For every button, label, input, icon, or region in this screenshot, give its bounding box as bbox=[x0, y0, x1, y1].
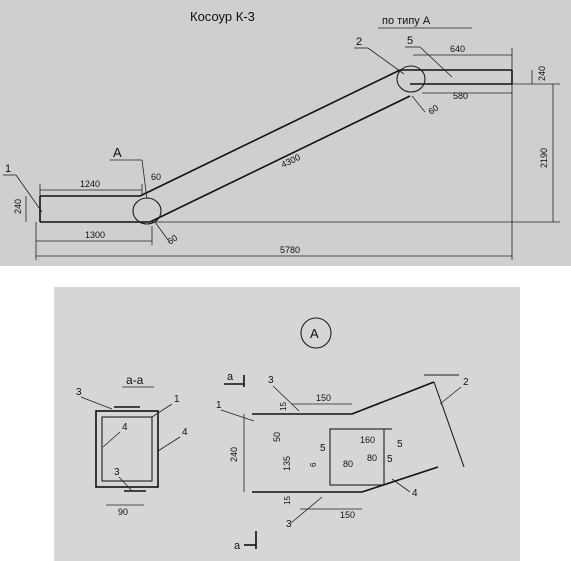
pos-5-label: 5 bbox=[407, 35, 413, 47]
inclined-flight-top-edge bbox=[139, 69, 401, 197]
pos-1-label: 1 bbox=[5, 163, 11, 175]
dim-640: 640 bbox=[450, 44, 465, 54]
inclined-beam-top-edge bbox=[351, 381, 435, 415]
node-pos-2-leader bbox=[439, 386, 462, 405]
dim-60-lower-top: 60 bbox=[151, 172, 161, 182]
node-A-circle bbox=[132, 197, 162, 225]
dim-240: 240 bbox=[229, 447, 239, 462]
dim-240-lower: 240 bbox=[13, 199, 23, 214]
upper-node-circle bbox=[396, 65, 426, 93]
node-label: А bbox=[310, 326, 319, 341]
pos-1-leader bbox=[15, 174, 43, 213]
dim-60-upper-leader bbox=[411, 95, 426, 113]
section-pos-3-top-leader bbox=[80, 396, 113, 410]
dim-150-top: 150 bbox=[316, 393, 331, 403]
node-pos-5-inner: 5 bbox=[387, 454, 393, 465]
node-pos-1-leader bbox=[220, 409, 255, 422]
section-width: 90 bbox=[118, 507, 128, 517]
inclined-beam-bottom-edge bbox=[361, 466, 439, 493]
insert-plate bbox=[329, 428, 385, 486]
section-pos-3-bottom-leader bbox=[118, 476, 133, 492]
node-pos-3-bottom: 3 bbox=[286, 519, 292, 530]
section-pos-4-left: 4 bbox=[122, 422, 128, 433]
section-outline bbox=[95, 410, 159, 488]
node-pos-3-top: 3 bbox=[268, 375, 274, 386]
stringer-elevation-sheet: Косоур К-3 по типу А А 1 2 5 bbox=[0, 0, 571, 266]
section-pos-1-leader bbox=[151, 403, 173, 418]
pos-2-leader bbox=[367, 47, 405, 75]
section-pos-4-left-leader bbox=[102, 431, 121, 448]
pos-2-label: 2 bbox=[356, 36, 362, 48]
stringer-elevation-drawing: Косоур К-3 по типу А А 1 2 5 bbox=[3, 9, 560, 260]
node-pos-3-top-leader bbox=[272, 385, 300, 412]
dim-160: 160 bbox=[360, 435, 375, 445]
inclined-flight-bottom-edge bbox=[149, 95, 411, 223]
node-pos-4: 4 bbox=[412, 488, 418, 499]
dim-2190: 2190 bbox=[539, 148, 549, 168]
dim-60-lower-leader bbox=[154, 221, 169, 241]
section-pos-3-top: 3 bbox=[76, 387, 82, 398]
section-pos-3-bottom: 3 bbox=[114, 467, 120, 478]
dim-80-left: 80 bbox=[343, 459, 353, 469]
dim-80-right: 80 bbox=[367, 453, 377, 463]
dim-1300: 1300 bbox=[85, 230, 105, 240]
section-title: а-а bbox=[126, 373, 144, 387]
dim-60-lower-bottom: 60 bbox=[165, 233, 179, 247]
dim-5780: 5780 bbox=[280, 245, 300, 255]
node-pos-3-bottom-leader bbox=[290, 496, 323, 524]
upper-break-line bbox=[433, 381, 465, 468]
node-label-circle bbox=[300, 317, 332, 349]
dim-150-bottom: 150 bbox=[340, 510, 355, 520]
dim-60-upper: 60 bbox=[426, 103, 440, 117]
callout-A-leader bbox=[141, 159, 148, 200]
node-detail-drawing: А а-а 3 1 4 4 3 90 а а bbox=[76, 317, 469, 552]
node-pos-1: 1 bbox=[216, 400, 222, 411]
section-pos-4-right-leader bbox=[157, 436, 181, 452]
section-pos-4-right: 4 bbox=[182, 427, 188, 438]
dim-6: 6 bbox=[309, 462, 318, 467]
drawing-title: Косоур К-3 bbox=[190, 9, 255, 24]
pos-5-leader bbox=[419, 46, 453, 78]
dim-50: 50 bbox=[272, 432, 282, 442]
section-inner bbox=[101, 416, 153, 482]
dim-15-bottom: 15 bbox=[283, 496, 292, 505]
dim-1240: 1240 bbox=[80, 179, 100, 189]
dim-15-top: 15 bbox=[279, 402, 288, 411]
node-pos-4-leader bbox=[391, 478, 411, 493]
type-note: по типу А bbox=[382, 15, 431, 27]
dim-4300: 4300 bbox=[279, 152, 301, 170]
node-detail-sheet: А а-а 3 1 4 4 3 90 а а bbox=[54, 287, 520, 561]
node-pos-5-left: 5 bbox=[320, 443, 326, 454]
dim-580: 580 bbox=[453, 91, 468, 101]
callout-A: А bbox=[113, 145, 122, 160]
dim-240-upper: 240 bbox=[537, 66, 547, 81]
section-mark-lower: а bbox=[234, 540, 241, 552]
node-pos-5-right: 5 bbox=[397, 439, 403, 450]
section-mark-upper: а bbox=[227, 371, 234, 383]
section-pos-1: 1 bbox=[174, 394, 180, 405]
dim-135: 135 bbox=[282, 456, 292, 471]
node-pos-2: 2 bbox=[463, 377, 469, 388]
